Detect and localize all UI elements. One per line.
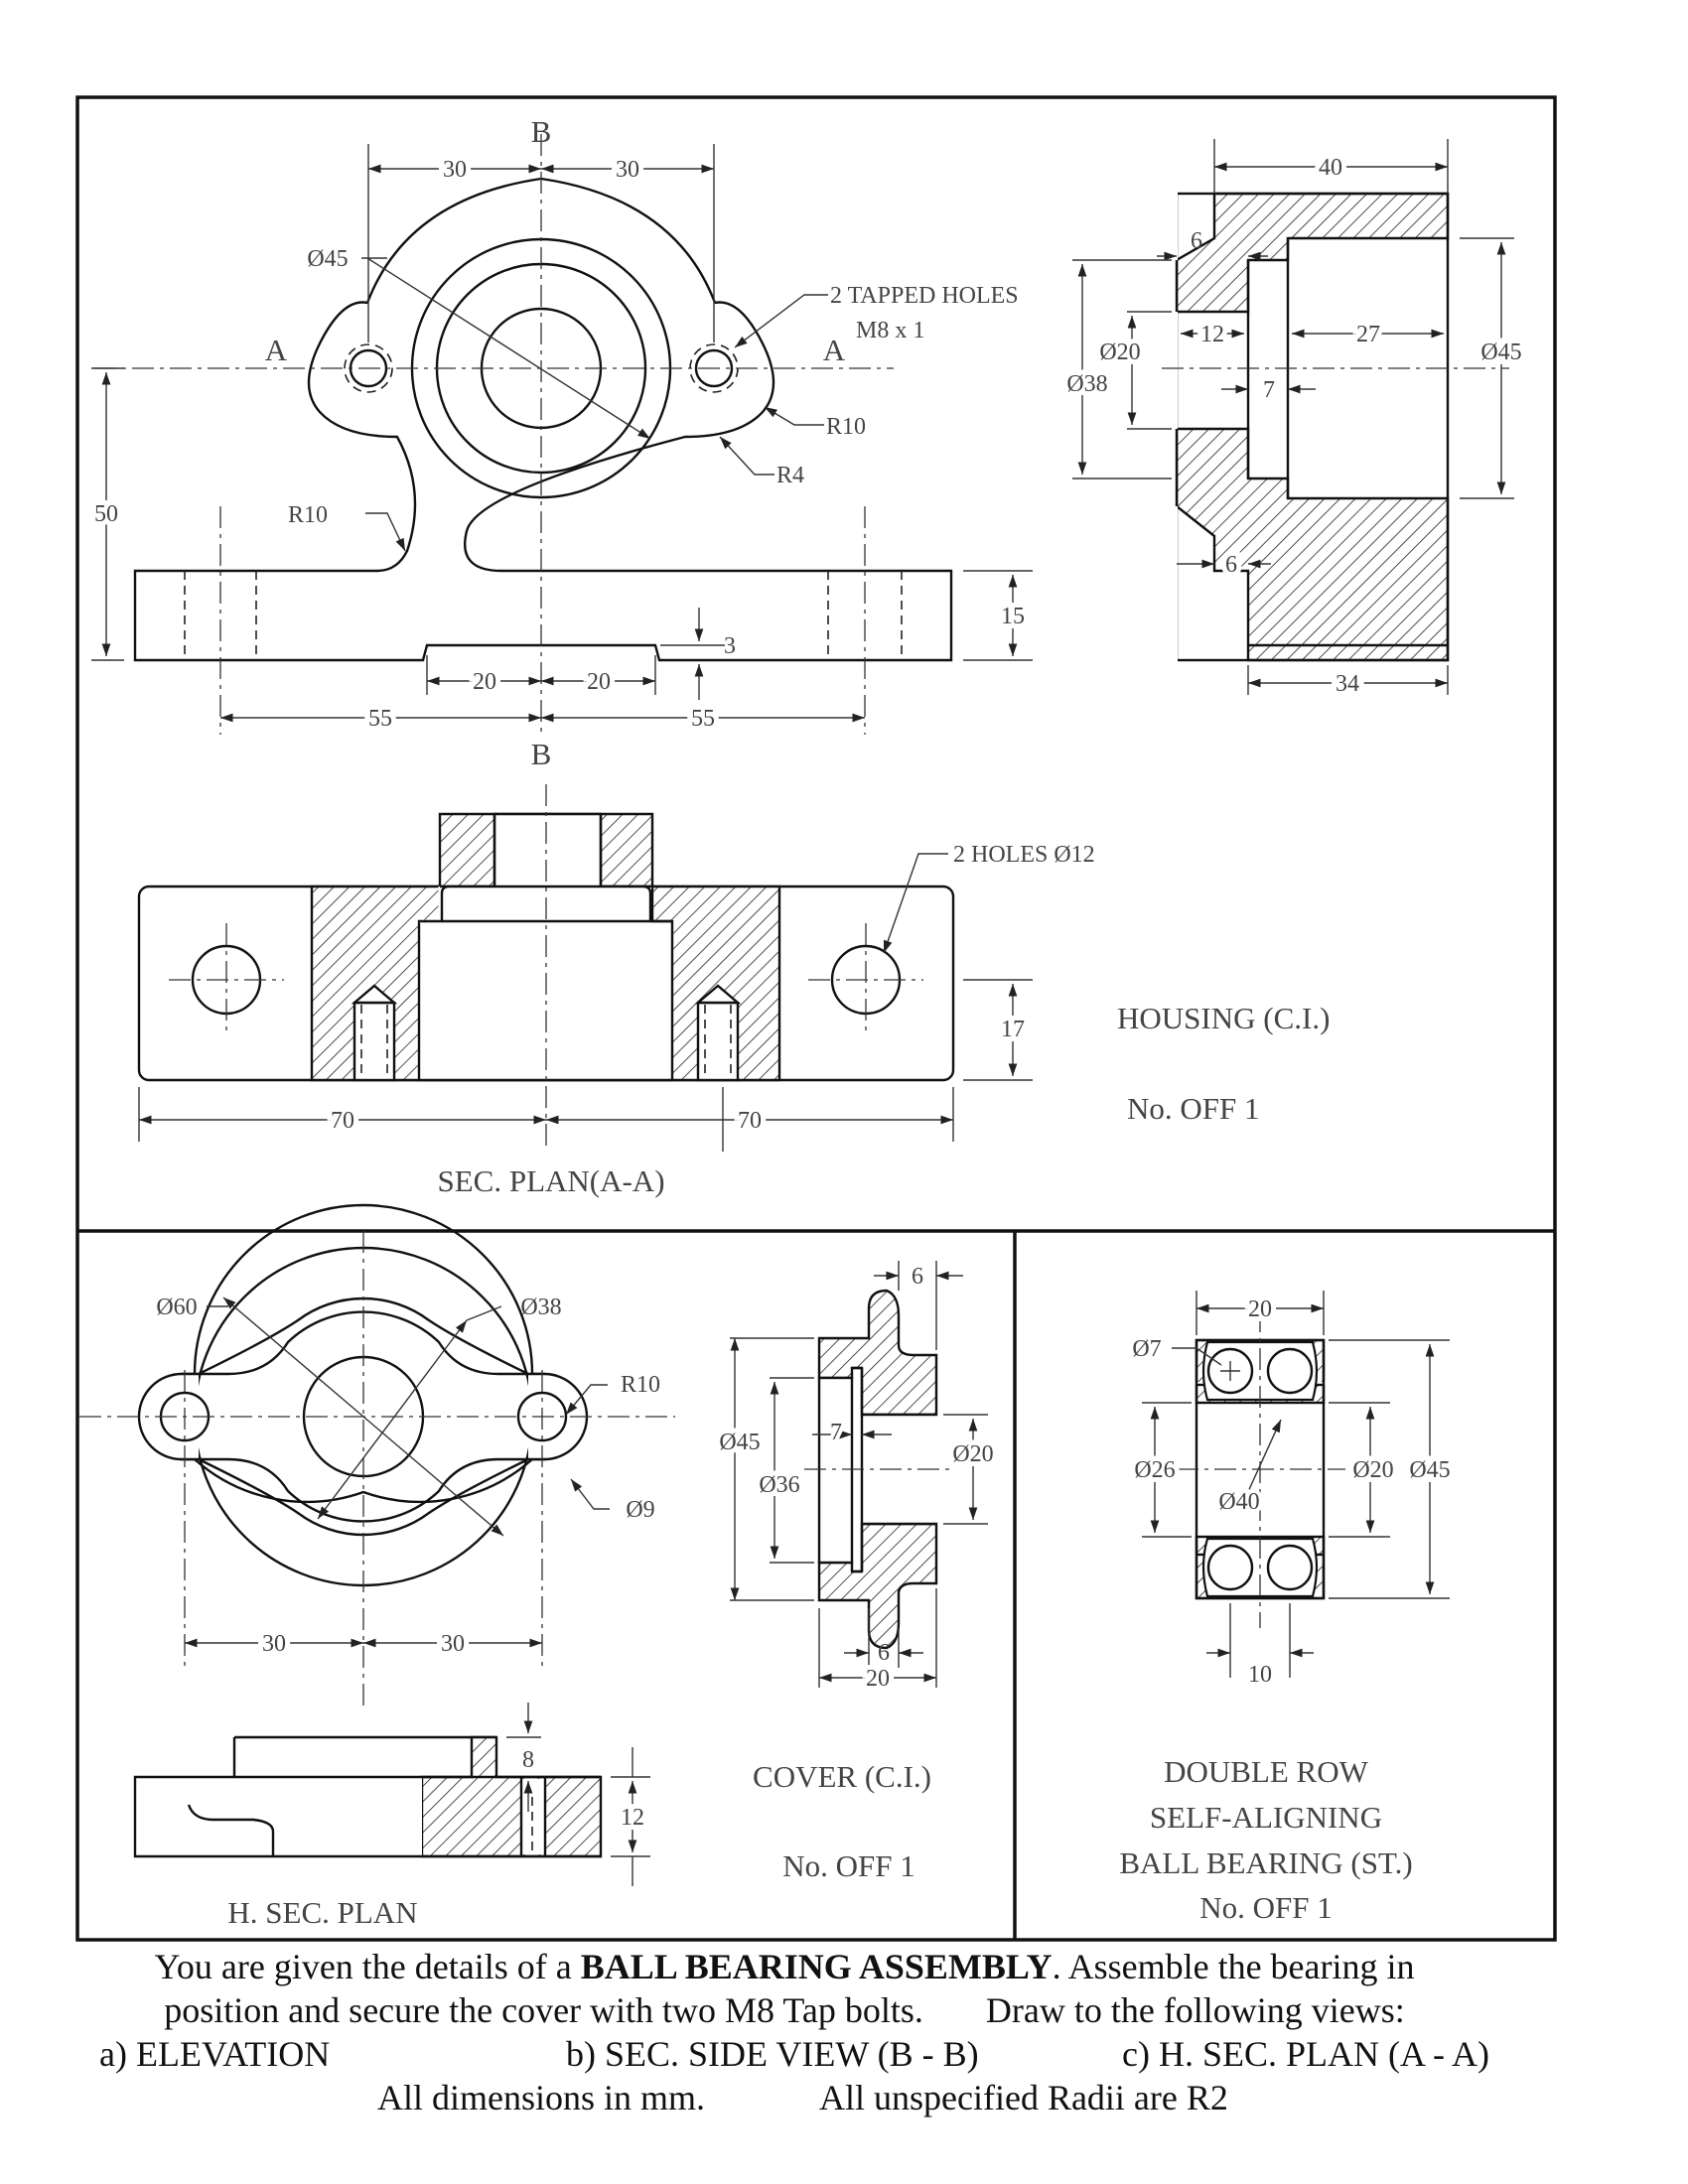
plan-dim-17: 17 (1001, 1017, 1025, 1042)
bearing-name-line2: SELF-ALIGNING (1150, 1800, 1382, 1835)
housing-elevation: B B A A 30 30 50 15 20 20 55 55 3 Ø45 2 … (89, 114, 1033, 771)
cover-side-dim-dia45: Ø45 (719, 1430, 760, 1455)
cover-side-dim-20: 20 (866, 1666, 890, 1692)
instruction-line-1: You are given the details of a BALL BEAR… (60, 1946, 1509, 1987)
cover-dim-30-right: 30 (441, 1631, 465, 1657)
side-dim-7: 7 (1263, 377, 1275, 403)
cover-note-dia60: Ø60 (156, 1295, 197, 1320)
bearing-dim-10: 10 (1248, 1662, 1272, 1688)
section-mark-b-bottom: B (531, 737, 552, 771)
dim-55-right: 55 (691, 706, 715, 732)
dim-15: 15 (1001, 604, 1025, 629)
bearing-name-line1: DOUBLE ROW (1164, 1754, 1369, 1789)
side-dim-6-bottom: 6 (1225, 552, 1237, 578)
bearing-dim-dia20: Ø20 (1352, 1457, 1393, 1483)
cover-note-r10: R10 (621, 1372, 660, 1398)
side-dim-40: 40 (1319, 155, 1342, 181)
housing-side-section: 40 6 12 27 Ø20 Ø38 Ø45 7 6 34 (1061, 139, 1527, 702)
section-mark-a-left: A (265, 333, 288, 367)
dim-3: 3 (724, 633, 736, 659)
bearing-dim-dia26: Ø26 (1134, 1457, 1175, 1483)
assembly-title: BALL BEARING ASSEMBLY (580, 1947, 1053, 1986)
view-c: c) H. SEC. PLAN (A - A) (1122, 2034, 1489, 2074)
dim-55-left: 55 (368, 706, 392, 732)
note-tapped-holes: 2 TAPPED HOLES (830, 283, 1019, 309)
instruction-line-2: position and secure the cover with two M… (164, 1990, 1405, 2030)
cover-qty: No. OFF 1 (782, 1848, 915, 1883)
cover-part-name: COVER (C.I.) (753, 1759, 931, 1794)
view-a: a) ELEVATION (99, 2034, 331, 2074)
cover-side-dim-dia36: Ø36 (759, 1472, 799, 1498)
cover-note-dia38: Ø38 (520, 1295, 561, 1320)
plan-dim-70-right: 70 (738, 1108, 762, 1134)
cover-sec-dim-12: 12 (621, 1805, 644, 1831)
note-r10-right: R10 (826, 414, 866, 440)
plan-dim-70-left: 70 (331, 1108, 354, 1134)
instruction-intro: You are given the details of a (154, 1947, 581, 1986)
side-dim-12: 12 (1200, 322, 1224, 347)
bearing-dim-20: 20 (1248, 1297, 1272, 1322)
outer-frame (75, 95, 1557, 1942)
cover-side-section: 6 Ø45 Ø36 7 Ø20 6 20 COVER (C.I.) No. OF… (714, 1261, 999, 1883)
cover-section-plan: 8 12 H. SEC. PLAN (133, 1703, 650, 1935)
cover-plan: Ø60 Ø38 R10 Ø9 30 30 (79, 1203, 675, 1707)
radii-note: All unspecified Radii are R2 (819, 2078, 1228, 2117)
bearing-qty: No. OFF 1 (1199, 1890, 1333, 1925)
side-dim-dia20: Ø20 (1099, 340, 1140, 365)
side-dim-27: 27 (1356, 322, 1380, 347)
cover-side-dim-7: 7 (830, 1420, 842, 1445)
cover-section-title: H. SEC. PLAN (227, 1895, 417, 1930)
note-dia45: Ø45 (307, 246, 348, 272)
side-dim-34: 34 (1336, 671, 1359, 697)
bearing-name-line3: BALL BEARING (ST.) (1119, 1845, 1412, 1880)
cover-sec-dim-8: 8 (522, 1747, 534, 1773)
bearing-dim-dia40: Ø40 (1218, 1489, 1259, 1515)
dimensions-note: All dimensions in mm. (377, 2078, 706, 2117)
side-dim-dia38: Ø38 (1066, 371, 1107, 397)
cover-side-dim-dia20: Ø20 (952, 1441, 993, 1467)
view-b: b) SEC. SIDE VIEW (B - B) (566, 2034, 979, 2074)
plan-title: SEC. PLAN(A-A) (437, 1163, 664, 1198)
section-mark-a-right: A (823, 333, 846, 367)
cover-note-dia9: Ø9 (626, 1497, 654, 1523)
dim-20-left: 20 (473, 669, 496, 695)
housing-part-name: HOUSING (C.I.) (1117, 1001, 1330, 1035)
cover-side-dim-6-bottom: 6 (878, 1640, 890, 1666)
dim-30-left: 30 (443, 157, 467, 183)
bearing-dim-dia7: Ø7 (1132, 1336, 1161, 1362)
note-r10-left: R10 (288, 502, 328, 528)
housing-section-plan: 2 HOLES Ø12 17 70 70 SEC. PLAN(A-A) HOUS… (137, 784, 1330, 1198)
dim-30-right: 30 (616, 157, 639, 183)
bearing-dim-dia45: Ø45 (1409, 1457, 1450, 1483)
side-dim-dia45: Ø45 (1480, 340, 1521, 365)
side-dim-6-top: 6 (1191, 228, 1202, 254)
plan-note-holes: 2 HOLES Ø12 (953, 842, 1095, 868)
housing-qty: No. OFF 1 (1127, 1091, 1260, 1126)
dim-20-right: 20 (587, 669, 611, 695)
note-r4: R4 (776, 463, 804, 488)
dim-50: 50 (94, 501, 118, 527)
bearing-section: 20 Ø7 Ø26 Ø40 Ø20 Ø45 10 DOUBLE ROW SELF… (1119, 1291, 1456, 1925)
cover-dim-30-left: 30 (262, 1631, 286, 1657)
instruction-intro-end: . Assemble the bearing in (1052, 1947, 1415, 1986)
note-tapped-spec: M8 x 1 (856, 318, 924, 343)
section-mark-b-top: B (531, 114, 552, 149)
cover-side-dim-6-top: 6 (912, 1264, 923, 1290)
